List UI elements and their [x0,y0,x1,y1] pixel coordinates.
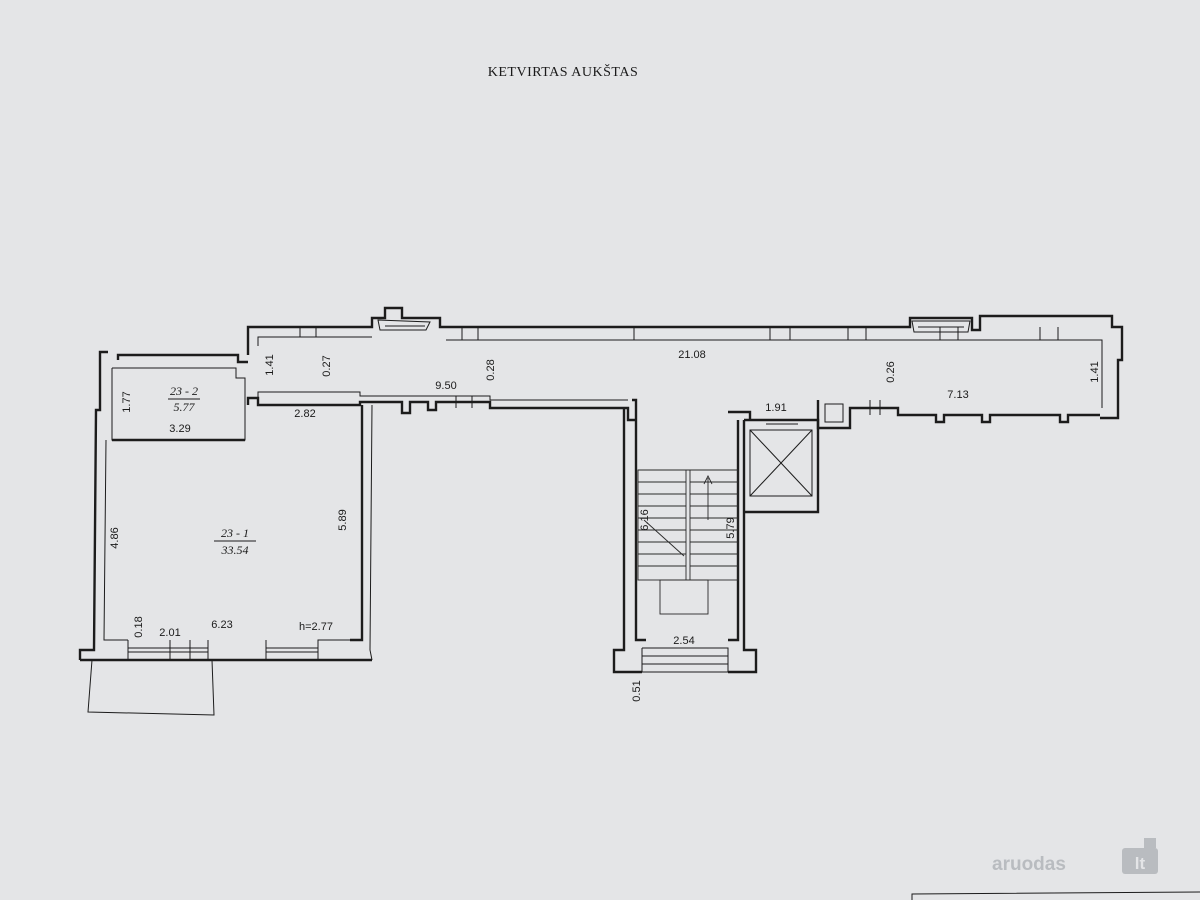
dim-wall-a: 0.27 [321,355,333,376]
dim-room1-right: 5.89 [337,509,349,530]
dim-room1-bottom: 6.23 [211,619,232,631]
dim-corridor-left: 9.50 [435,380,456,392]
dim-wall-c: 0.26 [885,361,897,382]
room-2-area: 5.77 [174,400,196,414]
dim-wall-b: 0.28 [485,359,497,380]
stairwell-walls [612,398,758,674]
dim-room2-width: 2.82 [294,408,315,420]
dim-stair-bottom: 2.54 [673,635,694,647]
height-label: h=2.77 [299,621,333,633]
dim-corridor-right: 7.13 [947,389,968,401]
dimension-labels: 21.08 9.50 7.13 1.91 2.82 3.29 2.01 6.23… [109,349,1101,702]
apartment-walls [78,350,373,716]
dim-window-left: 2.01 [159,627,180,639]
watermark-tld: lt [1135,854,1146,873]
lift-shaft [744,418,820,514]
room-2-id: 23 - 2 [170,384,198,398]
watermark-house-icon [1122,848,1158,874]
dim-stair-a: 6.16 [639,509,651,530]
corridor-walls [246,306,1124,430]
watermark-chimney-icon [1144,838,1156,848]
dim-corridor-width-right: 1.41 [1089,361,1101,382]
title-block-corner [911,891,1200,900]
room-labels: 23 - 2 5.77 23 - 1 33.54 [168,384,256,557]
dim-room2-bottom: 3.29 [169,423,190,435]
dim-stair-sill: 0.51 [631,680,643,701]
watermark-brand: aruodas [992,854,1066,875]
dim-room1-left: 4.86 [109,527,121,548]
dim-stair-b: 5.79 [725,517,737,538]
room-1-area: 33.54 [221,543,249,557]
dim-room2-height: 1.77 [121,391,133,412]
watermark-logo: aruodas lt [992,838,1158,875]
room-1-id: 23 - 1 [221,526,249,540]
dim-corridor-width-left: 1.41 [264,354,276,375]
dim-sill: 0.18 [133,616,145,637]
dim-corridor-length: 21.08 [678,349,706,361]
floor-title: KETVIRTAS AUKŠTAS [488,63,638,80]
dim-lift-width: 1.91 [765,402,786,414]
